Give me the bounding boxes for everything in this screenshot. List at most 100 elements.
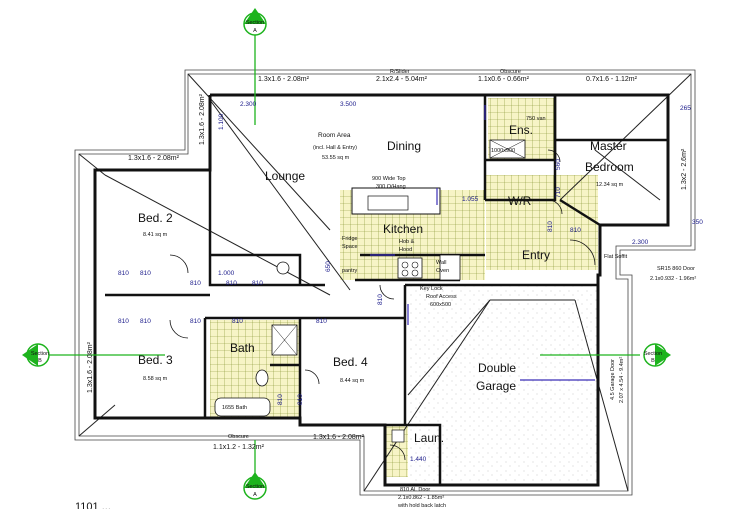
door-label: 810 [252, 280, 263, 287]
room-master-2: Bedroom [585, 160, 634, 174]
window-bed2-top: 1.3x1.6 - 2.08m² [128, 155, 180, 162]
dim-710: 710 [555, 187, 562, 198]
window-master-right: 1.3x2 - 2.6m² [681, 148, 688, 190]
section-right-label: Section [644, 351, 662, 357]
window-bed3-left: 1.3x1.6 - 2.08m² [87, 341, 94, 393]
kitchen-pantry: pantry [342, 268, 358, 274]
kitchen-labels: 900 Wide Top 300 O/Hang Fridge Space pan… [342, 176, 449, 274]
dim-1055: 1.055 [462, 196, 479, 203]
section-bottom-label: Section [246, 484, 264, 490]
kitchen-bench [351, 187, 461, 281]
room-labels: Lounge Room Area (incl. Hall & Entry) 53… [138, 123, 634, 445]
kitchen-space: Space [342, 244, 358, 250]
dim-2300-b: 2.300 [632, 239, 649, 246]
door-sr15-size: 2.1x0.932 - 1.96m² [650, 276, 696, 282]
blue-marks [370, 105, 595, 381]
section-left-letter: B [38, 358, 42, 364]
room-area-size: 53.55 sq m [322, 155, 350, 161]
room-garage-2: Garage [476, 379, 516, 393]
window-top-3: 1.1x0.6 - 0.66m² [478, 76, 530, 83]
door-label: 810 [190, 280, 201, 287]
dim-560: 560 [555, 159, 562, 170]
kitchen-fridge: Fridge [342, 236, 358, 242]
window-labels: 1.3x1.6 - 2.08m² R/Slider 2.1x2.4 - 5.04… [87, 69, 696, 509]
fixture-labels: 1655 Bath 1000x900 Roof Access 600x500 K… [222, 116, 628, 411]
room-bed3: Bed. 3 [138, 353, 173, 367]
key-lock-label: Key Lock [420, 286, 443, 292]
door-label: 810 [570, 227, 581, 234]
dim-1440: 1.440 [410, 456, 427, 463]
dim-650: 650 [325, 261, 332, 272]
ensuite-van-label: 750 van [526, 116, 546, 122]
door-label: 810 [140, 270, 151, 277]
kitchen-bench-top: 900 Wide Top [372, 176, 406, 182]
door-label: 810 [140, 318, 151, 325]
room-master-size: 12.34 sq m [596, 182, 624, 188]
door-label: 810 [118, 318, 129, 325]
dim-1100: 1.100 [218, 113, 225, 130]
window-top-2: 2.1x2.4 - 5.04m² [376, 76, 428, 83]
kitchen-hood: Hood [399, 247, 412, 253]
room-bed2: Bed. 2 [138, 211, 173, 225]
bath-fixtures [214, 139, 526, 443]
garage-door: 4.5 Garage Door [610, 359, 616, 400]
room-kitchen: Kitchen [383, 222, 423, 236]
kitchen-hob: Hob & [399, 239, 415, 245]
flat-soffit-label: Flat Soffit [604, 254, 628, 260]
room-entry: Entry [522, 248, 550, 262]
door-labels: 810 810 810 810 810 810 810 810 810 810 … [118, 221, 581, 405]
room-area-note: (incl. Hall & Entry) [313, 145, 357, 151]
section-lines [48, 35, 640, 475]
dim-1000: 1.000 [218, 270, 235, 277]
room-dining: Dining [387, 139, 421, 153]
window-bed4-bottom: 1.3x1.6 - 2.08m² [313, 434, 365, 441]
door-swings [169, 149, 596, 461]
door-label: 810 [297, 394, 304, 405]
room-lounge: Lounge [265, 169, 305, 183]
window-lounge-left: 1.3x1.6 - 2.08m² [199, 93, 206, 145]
room-walk-in-robe: W/R [508, 194, 532, 208]
ensuite-shower-label: 1000x900 [491, 148, 515, 154]
dim-2300-a: 2.300 [240, 101, 257, 108]
door-al-note: with hold back latch [397, 503, 446, 509]
interior-walls [105, 95, 668, 485]
room-bed2-size: 8.41 sq m [143, 232, 168, 238]
door-al-size: 2.1x0.862 - 1.85m² [398, 495, 444, 501]
room-laundry: Laun. [414, 431, 444, 445]
window-top-1: 1.3x1.6 - 2.08m² [258, 76, 310, 83]
window-top-4: 0.7x1.6 - 1.12m² [586, 76, 638, 83]
roof-access-size: 600x500 [430, 302, 451, 308]
room-area-title: Room Area [318, 132, 351, 139]
garage-door-size: 2.07 x 4.54 - 9.4m² [619, 357, 625, 403]
section-marker-left: Section B [22, 343, 50, 367]
section-marker-right: Section B [643, 343, 671, 367]
kitchen-wall-oven-1: Wall [436, 260, 447, 266]
door-label: 810 [377, 294, 384, 305]
roof-access-label: Roof Access [426, 294, 457, 300]
window-top-2-note: R/Slider [390, 69, 410, 75]
door-label: 810 [190, 318, 201, 325]
window-top-3-note: Obscure [500, 69, 521, 75]
door-label: 810 [547, 221, 554, 232]
footer-fragment: 1101 ... [75, 501, 111, 509]
dim-350: 350 [692, 219, 703, 226]
kitchen-overhang: 300 O/Hang [376, 184, 406, 190]
section-left-label: Section [31, 351, 49, 357]
room-bed3-size: 8.58 sq m [143, 376, 168, 382]
room-master-1: Master [590, 139, 627, 153]
window-bottom-obscure-note: Obscure [228, 434, 249, 440]
section-marker-bottom: Section A [243, 472, 267, 500]
door-label: 810 [226, 280, 237, 287]
section-right-letter: B [651, 358, 655, 364]
section-top-label: Section [246, 20, 264, 26]
room-bed4-size: 8.44 sq m [340, 378, 365, 384]
room-ensuite: Ens. [509, 123, 533, 137]
door-label: 810 [232, 318, 243, 325]
door-label: 810 [277, 394, 284, 405]
room-bath: Bath [230, 341, 255, 355]
door-label: 810 [118, 270, 129, 277]
kitchen-oven: Oven [436, 268, 449, 274]
dim-265: 265 [680, 105, 691, 112]
section-bottom-letter: A [253, 492, 257, 498]
